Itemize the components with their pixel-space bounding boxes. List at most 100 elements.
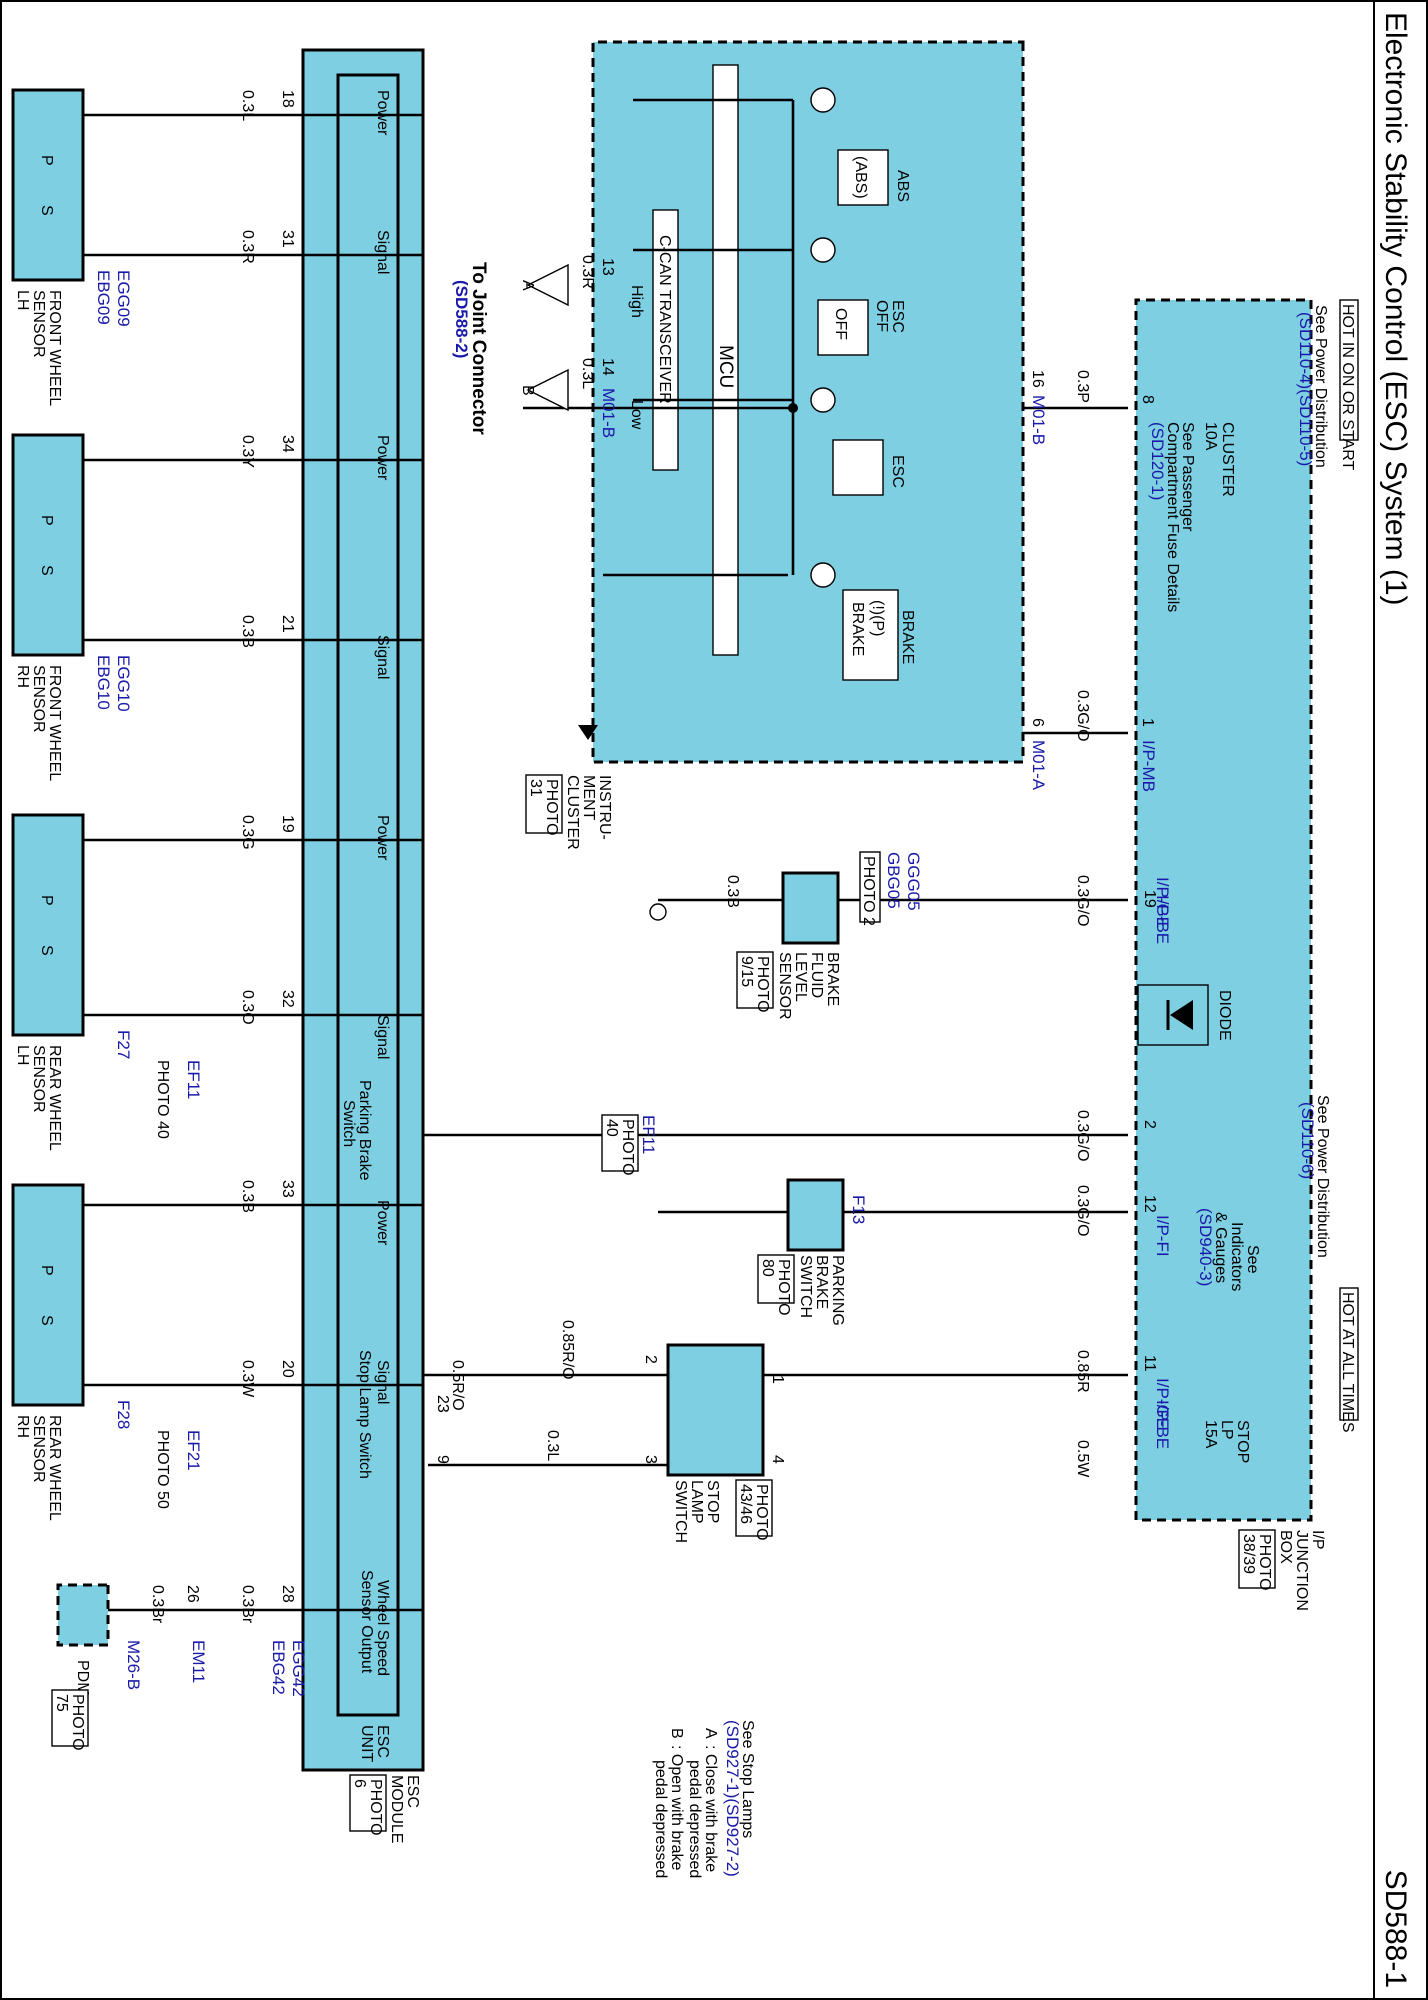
pdm-photo-2: 75 (53, 1694, 70, 1712)
ground-icon (649, 903, 667, 921)
wire-085r-label: 0.85R (1074, 1350, 1091, 1393)
instrument-cluster: MCU C-CAN TRANSCEIVER High Low ABS (ABS)… (523, 40, 1025, 850)
conn-gbg05: GBG05 (884, 852, 903, 909)
pin-stop-3: 3 (642, 1455, 659, 1464)
see-passenger-ref: (SD120-1) (1148, 422, 1167, 500)
wire-03go-parking: 0.3G/O (1074, 1110, 1091, 1162)
front-rh-3: RH (14, 665, 31, 688)
abs-symbol: (ABS) (852, 156, 869, 199)
esc-photo-1: PHOTO (367, 1779, 384, 1836)
pin-28: 28 (279, 1585, 296, 1603)
wire-03go-switch: 0.3G/O (1074, 1185, 1091, 1237)
brake-fluid-switch (781, 871, 840, 945)
can-label: C-CAN TRANSCEIVER (656, 235, 673, 404)
esc-off-label-1: ESC (889, 300, 906, 333)
jb-photo-2: 38/39 (1240, 1534, 1257, 1574)
parking-switch-box (786, 1178, 845, 1252)
conn-ipmb: I/P-MB (1139, 740, 1158, 792)
wire-wheel-out-label-2: 0.3Br (149, 1585, 166, 1624)
esc-module: Power Signal Power Signal Power Signal P… (301, 48, 425, 1843)
rear-lh-sensor (11, 813, 85, 1037)
conn-ipfi: I/P-FI (1153, 1215, 1172, 1257)
conn-m26b: M26-B (124, 1640, 143, 1690)
see-ind-3: & Gauges (1212, 1212, 1229, 1283)
front-rh-1: FRONT WHEEL (46, 665, 63, 781)
pin-11: 11 (1141, 1355, 1158, 1372)
cluster-label-1: INSTRU- (596, 775, 613, 840)
rear-rh-3: RH (14, 1415, 31, 1438)
wire-05w-label: 0.5W (1074, 1440, 1091, 1478)
diode-label: DIODE (1216, 990, 1233, 1041)
mcu-box (712, 64, 739, 656)
wheel-sensor-wires: 18 0.3L 31 0.3R 34 0.3Y 21 0.3B 19 0.3G … (83, 90, 423, 1697)
wire-085ro-label: 0.85R/O (559, 1320, 576, 1380)
esc-unit-1: ESC (374, 1725, 391, 1758)
note-a-2: pedal depressed (686, 1760, 703, 1878)
pin-stop-4: 4 (769, 1455, 786, 1464)
conn-m01b: M01-B (1029, 395, 1048, 445)
esc-photo-2: 6 (351, 1779, 368, 1788)
esc-signal-2: Signal (374, 635, 391, 679)
esc-wheel-2: Sensor Output (358, 1570, 375, 1674)
wire-03p-label: 0.3P (1074, 370, 1091, 403)
hot-run-tag (1339, 299, 1359, 441)
rl-p: P (38, 895, 55, 906)
conn-f28: F28 (114, 1400, 133, 1429)
pin-32: 32 (279, 990, 296, 1008)
pin-16: 16 (1029, 370, 1046, 388)
pin-34: 34 (279, 435, 296, 453)
rear-lh-3: LH (14, 1045, 31, 1065)
cluster-fuse-label: CLUSTER (1219, 422, 1236, 497)
see-ind-2: Indicators (1228, 1222, 1245, 1291)
esc-stop: Stop Lamp Switch (356, 1350, 373, 1479)
can-box (652, 209, 679, 471)
esc-signal-3: Signal (374, 1015, 391, 1059)
joint-label: To Joint Connector (468, 262, 489, 435)
see-passenger-1: See Passenger (1179, 422, 1196, 532)
esc-unit-2: UNIT (358, 1725, 375, 1763)
front-lh-1: FRONT WHEEL (46, 290, 63, 406)
conn-ggg05: GGG05 (904, 852, 923, 911)
cluster-fuse-amp: 10A (1202, 422, 1219, 451)
wire-fr-signal-label: 0.3B (239, 615, 256, 648)
parking-label-2: BRAKE (813, 1255, 830, 1309)
wire-03go-label: 0.3G/O (1074, 690, 1091, 742)
stop-label-2: LAMP (688, 1480, 705, 1524)
wire-fl-signal-label: 0.3R (239, 230, 256, 264)
esc-photo-box (349, 1774, 387, 1832)
fr-s: S (38, 565, 55, 576)
esc-symbol-box (832, 439, 884, 496)
rr-p: P (38, 1265, 55, 1276)
parking-label-1: PARKING (829, 1255, 846, 1326)
stop-fuse-amp: 15A (1202, 1420, 1219, 1449)
brake-symbol: (!)(P) (869, 600, 886, 636)
rear-lh-2: SENSOR (30, 1045, 47, 1113)
pin-1: 1 (1139, 718, 1156, 727)
ef11-photo-box (601, 1114, 639, 1172)
brake-fluid-photo-2: 9/15 (738, 956, 755, 987)
esc-off-symbol-box (817, 299, 869, 356)
wire-03l-stop: 0.3L (544, 1430, 561, 1461)
rear-rh-1: REAR WHEEL (46, 1415, 63, 1521)
hot-all-tag (1339, 1287, 1359, 1421)
esc-off-symbol: OFF (832, 308, 849, 340)
pin-2: 2 (1141, 1120, 1158, 1129)
cluster-photo-box (525, 774, 563, 834)
conn-egg10: EGG10 (114, 655, 133, 712)
conn-ebg09: EBG09 (94, 270, 113, 325)
pin-26: 26 (184, 1585, 201, 1603)
cluster-label-2: MENT (580, 775, 597, 821)
parking-label-3: SWITCH (797, 1255, 814, 1318)
conn-em11: EM11 (189, 1640, 208, 1683)
stop-photo-1: PHOTO (753, 1484, 770, 1541)
esc-module-outline (301, 48, 425, 1772)
fl-p: P (38, 155, 55, 166)
cluster-led-circuits (523, 87, 836, 740)
esc-off-led-icon (810, 237, 836, 263)
conn-ipge: I/P-GE (1153, 877, 1172, 928)
jb-label-3: BOX (1277, 1530, 1294, 1564)
front-lh-3: LH (14, 290, 31, 310)
jb-label-1: I/P (1309, 1530, 1326, 1550)
page-code: SD588-1 (1379, 1870, 1412, 1988)
joint-b-triangle (526, 368, 569, 412)
